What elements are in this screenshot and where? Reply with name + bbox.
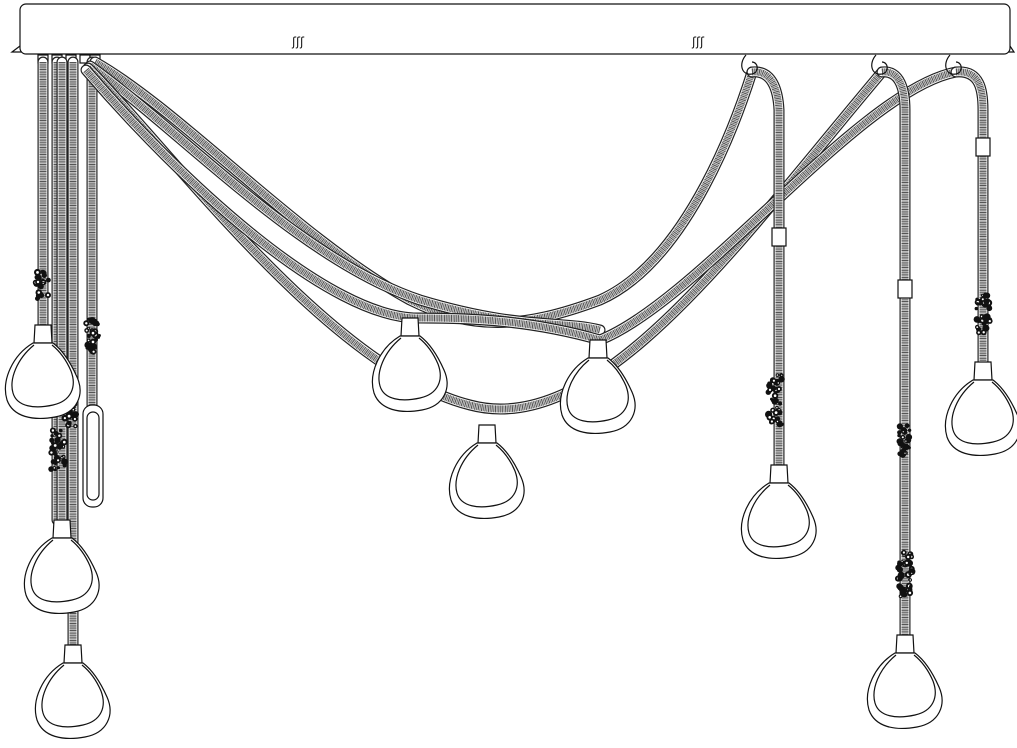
pendant-bulb bbox=[559, 339, 636, 435]
pendant-bulb bbox=[371, 317, 448, 413]
cable-hooks bbox=[741, 54, 962, 75]
bead-cluster bbox=[896, 423, 913, 458]
cable-clips bbox=[771, 137, 991, 299]
bead-cluster bbox=[32, 268, 51, 301]
pendant-bulb bbox=[740, 464, 817, 560]
cable-clip bbox=[897, 279, 913, 299]
pendant-bulb bbox=[866, 634, 943, 730]
rope-cable bbox=[746, 66, 785, 476]
canopy-logo-left: ʃʃʃ bbox=[291, 35, 305, 49]
bead-cluster bbox=[48, 427, 68, 472]
bead-cluster bbox=[83, 317, 101, 355]
bead-clusters bbox=[32, 268, 993, 599]
hook-icon bbox=[945, 54, 962, 75]
ceiling-canopy: ʃʃʃ ʃʃʃ bbox=[10, 3, 1016, 64]
rope-cable bbox=[950, 66, 989, 371]
pendant-bulb bbox=[944, 361, 1017, 457]
rope-cable bbox=[876, 66, 911, 646]
pendant-bulb bbox=[448, 424, 525, 520]
pendant-sleeve bbox=[82, 404, 104, 508]
pendant-bulbs bbox=[4, 317, 1017, 740]
rope-cable bbox=[82, 62, 888, 415]
hook-icon bbox=[871, 54, 888, 75]
bead-cluster bbox=[973, 292, 993, 336]
bead-cluster bbox=[895, 549, 916, 599]
canopy-logo-right: ʃʃʃ bbox=[691, 35, 705, 49]
bead-cluster bbox=[765, 373, 785, 428]
cables bbox=[37, 56, 989, 651]
pendant-bulb bbox=[34, 644, 111, 740]
cable-clip bbox=[975, 137, 991, 157]
pendant-bulb bbox=[4, 324, 81, 420]
hook-icon bbox=[741, 54, 758, 75]
cable-clip bbox=[771, 227, 787, 247]
rope-cable bbox=[80, 64, 962, 346]
pendant-bulb bbox=[23, 519, 100, 615]
